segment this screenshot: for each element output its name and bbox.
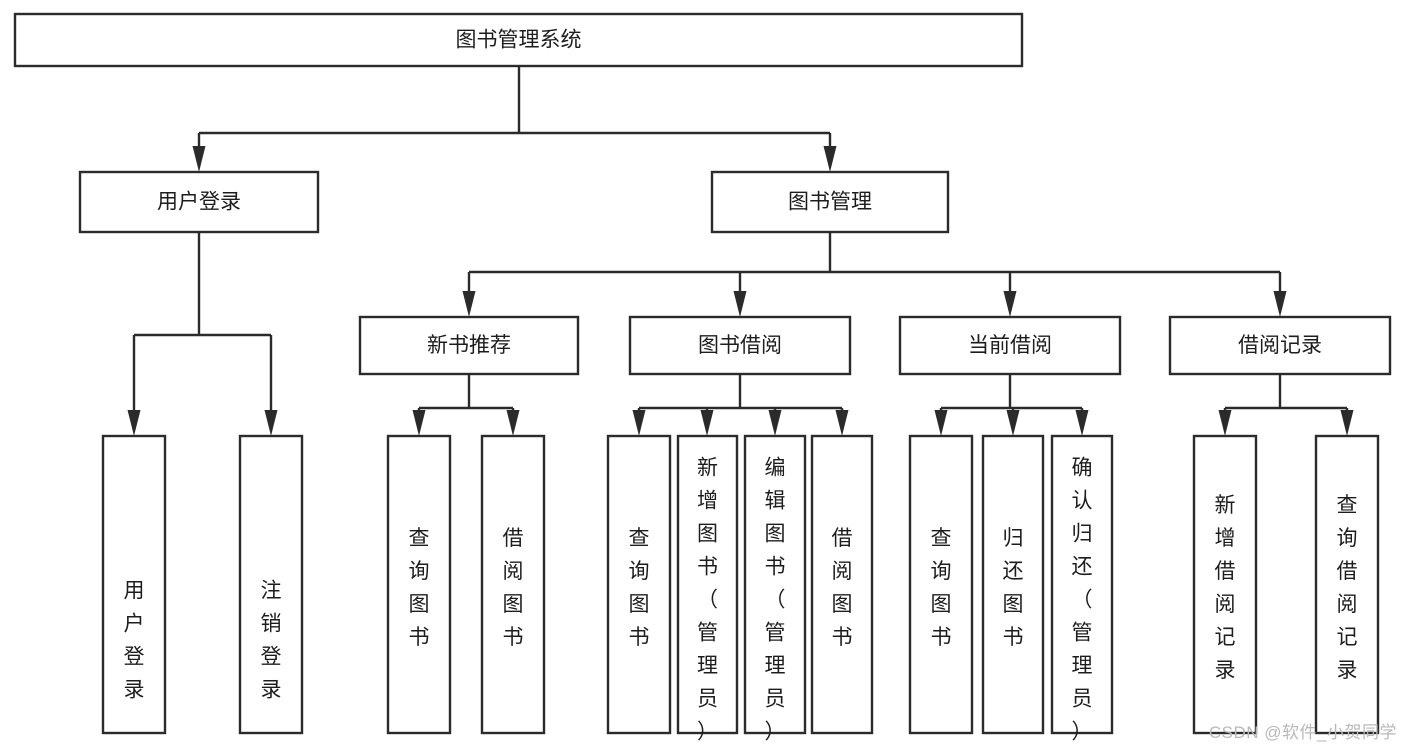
connector-root-to-level2	[192, 66, 837, 172]
node-borrow-record[interactable]: 借阅记录	[1168, 315, 1392, 376]
connector-borrowrecord-to-leaves	[1218, 374, 1354, 436]
node-layer: 图书管理系统用户登录图书管理新书推荐图书借阅当前借阅借阅记录用户登录注销登录查询…	[13, 12, 1392, 743]
node-box-leaf-query-book-2	[606, 434, 672, 735]
node-leaf-borrow-book-2[interactable]: 借阅图书	[810, 434, 874, 735]
node-leaf-add-record[interactable]: 新增借阅记录	[1192, 434, 1258, 735]
connector-currentborrow-to-leaves	[934, 374, 1089, 436]
connector-bookborrow-to-leaves	[632, 374, 849, 436]
node-book-borrow[interactable]: 图书借阅	[628, 315, 852, 376]
node-leaf-borrow-book-1[interactable]: 借阅图书	[480, 434, 546, 735]
node-label-book-manage: 图书管理	[788, 191, 872, 214]
node-label-leaf-query-book-1: 查询图书	[409, 527, 430, 649]
node-book-manage[interactable]: 图书管理	[710, 170, 950, 234]
node-box-leaf-edit-book	[743, 434, 807, 735]
node-label-leaf-borrow-book-1: 借阅图书	[503, 527, 524, 649]
node-box-book-manage	[710, 170, 950, 234]
node-leaf-user-logout[interactable]: 注销登录	[238, 434, 304, 735]
node-label-leaf-return-book: 归还图书	[1003, 527, 1024, 649]
node-box-leaf-confirm-return	[1050, 434, 1114, 735]
node-user-login[interactable]: 用户登录	[78, 170, 320, 234]
node-label-leaf-add-book: 新增图书（管理员）	[697, 456, 718, 743]
node-box-leaf-borrow-book-1	[480, 434, 546, 735]
node-label-new-book-rec: 新书推荐	[427, 334, 511, 357]
node-box-new-book-rec	[358, 315, 580, 376]
node-leaf-query-book-3[interactable]: 查询图书	[908, 434, 974, 735]
node-label-root: 图书管理系统	[456, 29, 582, 52]
node-leaf-query-record[interactable]: 查询借阅记录	[1314, 434, 1380, 735]
node-leaf-return-book[interactable]: 归还图书	[981, 434, 1045, 735]
node-label-leaf-borrow-book-2: 借阅图书	[832, 527, 853, 649]
node-label-borrow-record: 借阅记录	[1238, 334, 1322, 357]
node-label-leaf-query-book-3: 查询图书	[931, 527, 952, 649]
node-label-leaf-add-record: 新增借阅记录	[1215, 494, 1236, 682]
node-label-user-login: 用户登录	[157, 191, 241, 214]
node-box-leaf-query-book-1	[386, 434, 452, 735]
node-box-current-borrow	[898, 315, 1122, 376]
connector-bookmanage-to-level3	[462, 232, 1287, 317]
connector-newbook-to-leaves	[412, 374, 520, 436]
node-label-leaf-query-book-2: 查询图书	[629, 527, 650, 649]
node-box-borrow-record	[1168, 315, 1392, 376]
node-leaf-add-book[interactable]: 新增图书（管理员）	[676, 434, 739, 743]
node-current-borrow[interactable]: 当前借阅	[898, 315, 1122, 376]
node-box-leaf-add-book	[676, 434, 739, 735]
node-leaf-query-book-1[interactable]: 查询图书	[386, 434, 452, 735]
node-box-leaf-query-record	[1314, 434, 1380, 735]
node-leaf-confirm-return[interactable]: 确认归还（管理员）	[1050, 434, 1114, 743]
node-leaf-user-login[interactable]: 用户登录	[101, 434, 167, 735]
node-label-leaf-user-login: 用户登录	[124, 579, 145, 701]
node-label-leaf-query-record: 查询借阅记录	[1337, 494, 1358, 682]
node-label-current-borrow: 当前借阅	[968, 334, 1052, 357]
node-box-user-login	[78, 170, 320, 234]
node-box-leaf-return-book	[981, 434, 1045, 735]
node-box-leaf-add-record	[1192, 434, 1258, 735]
node-box-leaf-user-logout	[238, 434, 304, 735]
node-leaf-edit-book[interactable]: 编辑图书（管理员）	[743, 434, 807, 743]
connector-layer	[127, 66, 1354, 436]
node-box-leaf-borrow-book-2	[810, 434, 874, 735]
node-new-book-rec[interactable]: 新书推荐	[358, 315, 580, 376]
node-leaf-query-book-2[interactable]: 查询图书	[606, 434, 672, 735]
node-box-leaf-query-book-3	[908, 434, 974, 735]
node-label-leaf-confirm-return: 确认归还（管理员）	[1072, 456, 1093, 743]
node-label-leaf-user-logout: 注销登录	[261, 579, 282, 701]
node-label-leaf-edit-book: 编辑图书（管理员）	[765, 456, 786, 743]
node-root[interactable]: 图书管理系统	[13, 12, 1024, 68]
node-box-book-borrow	[628, 315, 852, 376]
node-box-leaf-user-login	[101, 434, 167, 735]
node-box-root	[13, 12, 1024, 68]
connector-userlogin-to-leaves	[127, 232, 278, 436]
node-label-book-borrow: 图书借阅	[698, 334, 782, 357]
